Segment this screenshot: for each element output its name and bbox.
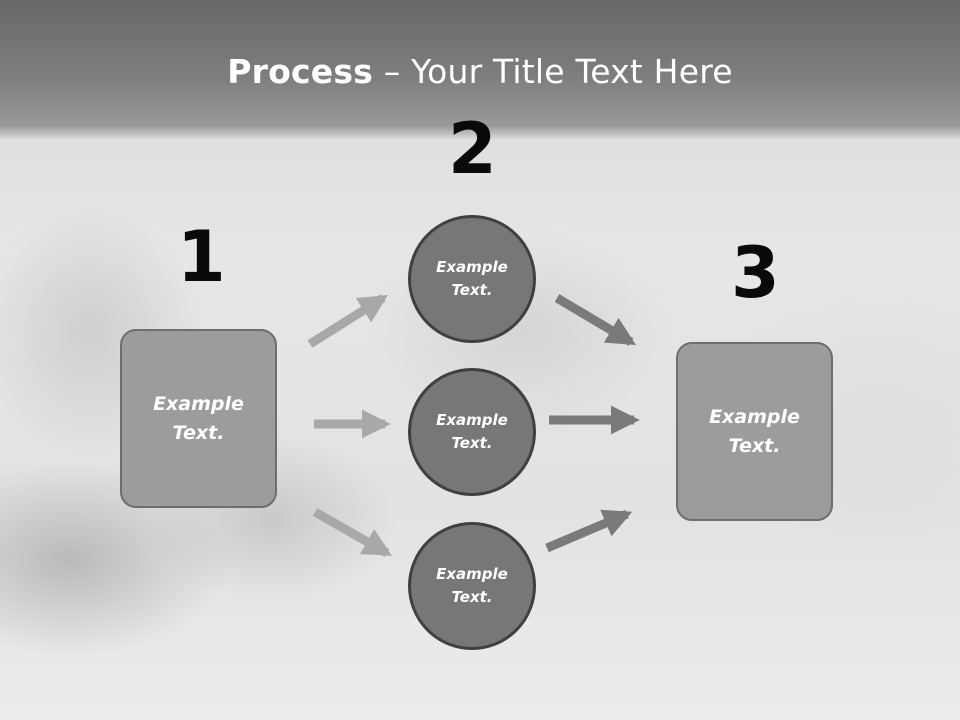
slide-title: Process – Your Title Text Here [0,52,960,91]
arrow-bottom-to-3 [545,509,633,553]
step-2-node-2: Example Text. [408,368,536,496]
step-3-text: Example Text. [709,405,800,457]
arrow-1-to-top [307,294,388,348]
arrow-top-to-3 [554,294,636,346]
title-band [0,0,960,140]
title-strong: Process [227,52,374,91]
step-1-box: Example Text. [120,329,277,508]
step-number-3: 3 [731,232,780,314]
step-1-text: Example Text. [153,392,244,444]
step-2-node-3-text: Example Text. [436,565,508,606]
step-2-node-3: Example Text. [408,522,536,650]
step-3-box: Example Text. [676,342,833,521]
title-rest: – Your Title Text Here [373,52,733,91]
arrow-1-to-bottom [312,508,393,557]
step-2-node-2-text: Example Text. [436,411,508,452]
step-number-1: 1 [177,216,226,298]
step-2-node-1: Example Text. [408,215,536,343]
step-number-2: 2 [448,108,497,190]
step-2-node-1-text: Example Text. [436,258,508,299]
